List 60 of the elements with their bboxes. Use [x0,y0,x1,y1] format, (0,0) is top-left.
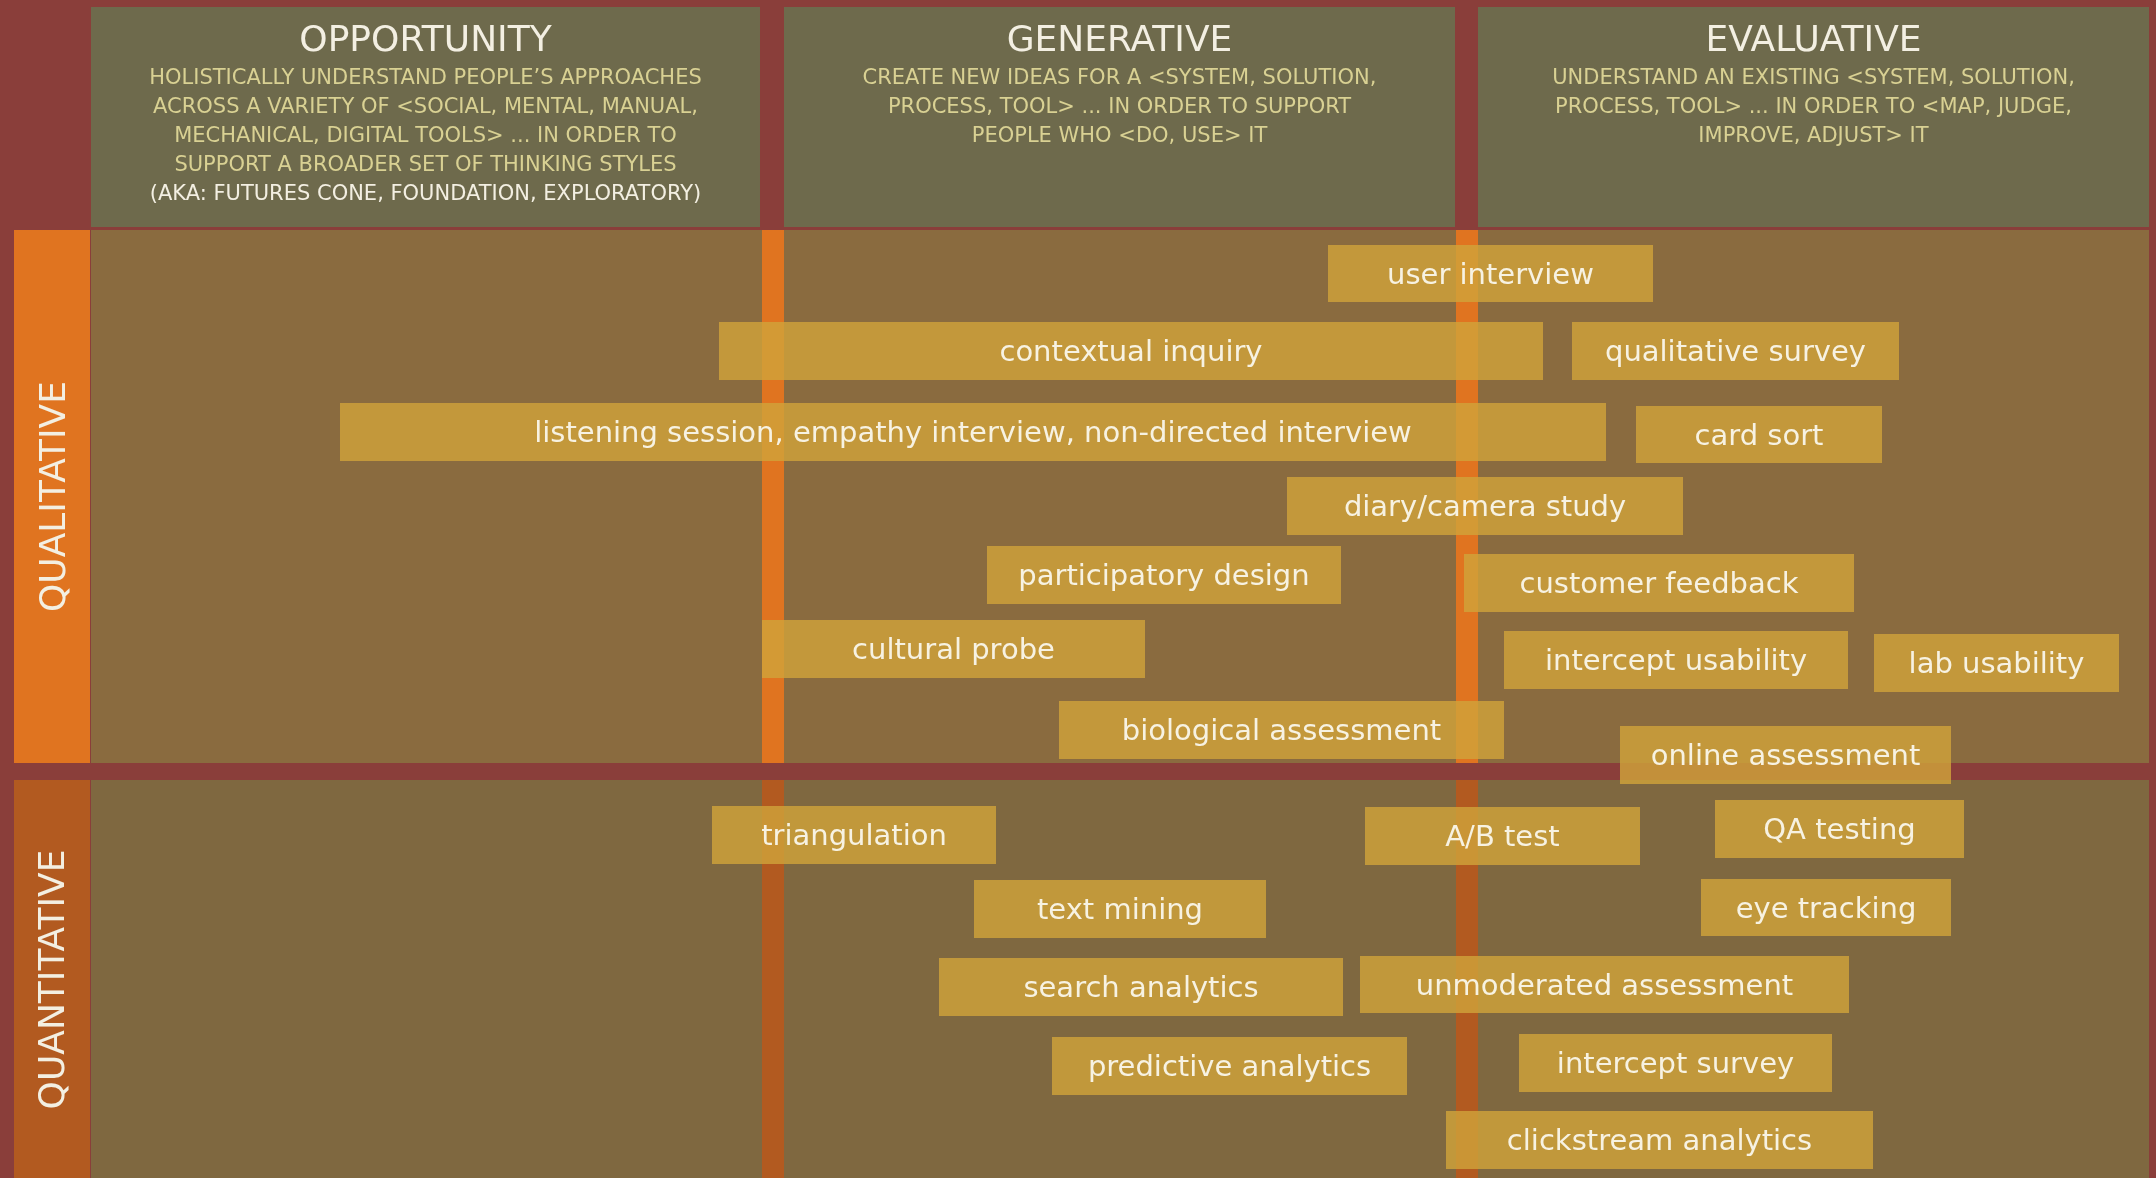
method-label: predictive analytics [1087,1049,1372,1083]
column-description: UNDERSTAND AN EXISTING <SYSTEM, SOLUTION, PROCESS, TOOL> ... IN ORDER TO <MAP, JUDGE, IMPROVE, ADJUST> IT [1551,64,2076,149]
method-label: clickstream analytics [1506,1123,1813,1157]
method-label: participatory design [1018,558,1310,592]
column-heading: OPPORTUNITY [299,17,552,61]
method-bar [1701,879,1951,936]
method-bar [1715,800,1964,858]
method-bar [1360,956,1849,1013]
row-label: QUANTITATIVE [31,849,73,1109]
method-bar [762,620,1145,678]
method-bar [340,403,1606,461]
method-bar [1365,807,1640,865]
method-label: text mining [1037,892,1203,926]
method-bar [1059,701,1504,759]
column-header-panel [1478,7,2149,227]
method-bar [1504,631,1848,689]
column-heading: EVALUATIVE [1705,17,1922,61]
method-bar [1519,1034,1832,1092]
method-label: A/B test [1445,819,1560,853]
column-header-panel [91,7,760,227]
method-label: card sort [1694,417,1824,452]
method-bar [1572,322,1899,380]
column-header-panel [784,7,1455,227]
method-bar [987,546,1341,604]
method-bar [939,958,1343,1016]
method-bar [1636,406,1882,463]
method-label: QA testing [1763,812,1916,846]
method-bar [1052,1037,1407,1095]
method-label: user interview [1387,256,1594,291]
method-label: biological assessment [1121,713,1442,747]
method-label: search analytics [1023,970,1259,1004]
method-bar [1874,634,2119,692]
column-description: HOLISTICALLY UNDERSTAND PEOPLE’S APPROACHES ACROSS A VARIETY OF <SOCIAL, MENTAL, MANUAL, MECHANICAL, DIGITAL TOOLS> ... IN ORDER TO SUPPORT A BROADER SET OF THINKING STYLES [148,64,703,178]
method-label: triangulation [761,818,947,852]
row-label: QUALITATIVE [31,381,73,612]
method-label: qualitative survey [1604,334,1866,368]
method-bar [712,806,996,864]
column-note: (AKA: FUTURES CONE, FOUNDATION, EXPLORATORY) [149,180,702,207]
method-bar [719,322,1543,380]
method-label: lab usability [1908,646,2085,680]
method-label: intercept usability [1544,643,1808,677]
column-heading: GENERATIVE [1006,17,1233,61]
row-label-band [14,780,90,1178]
method-bar [1620,726,1951,784]
method-bar [1446,1111,1873,1169]
method-label: online assessment [1650,738,1921,772]
method-label: unmoderated assessment [1415,967,1794,1002]
method-bar [1464,554,1854,612]
method-label: cultural probe [852,632,1055,666]
method-label: customer feedback [1519,566,1799,600]
method-bar [1328,245,1653,302]
method-bar [1287,477,1683,535]
method-label: eye tracking [1735,890,1917,925]
method-bar [974,880,1266,938]
method-label: listening session, empathy interview, non-directed interview [534,415,1412,449]
row-label-band [14,230,90,763]
method-label: diary/camera study [1343,489,1627,523]
method-label: contextual inquiry [999,334,1263,368]
column-description: CREATE NEW IDEAS FOR A <SYSTEM, SOLUTION, PROCESS, TOOL> ... IN ORDER TO SUPPORT PEOPLE WHO <DO, USE> IT [861,64,1378,149]
method-label: intercept survey [1556,1046,1795,1080]
